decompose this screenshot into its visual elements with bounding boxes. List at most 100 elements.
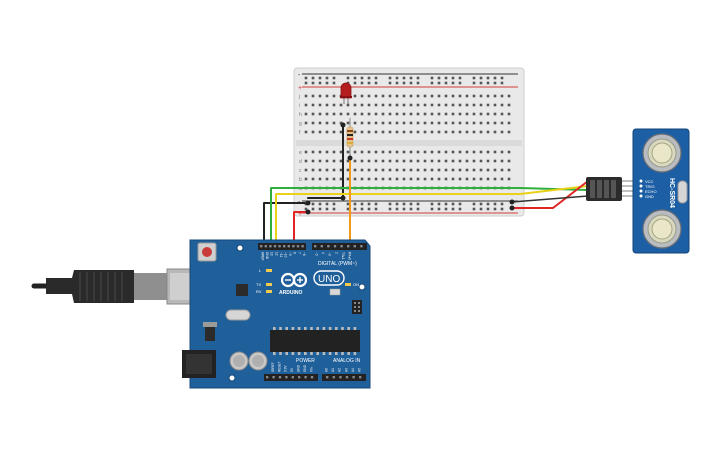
header-pin[interactable] [285, 376, 288, 379]
breadboard-rail-hole[interactable] [311, 202, 315, 206]
header-pin[interactable] [320, 245, 323, 248]
breadboard-hole[interactable] [430, 177, 434, 181]
breadboard-hole[interactable] [507, 159, 511, 163]
breadboard-rail-hole[interactable] [500, 207, 504, 211]
breadboard-hole[interactable] [374, 150, 378, 154]
breadboard-hole[interactable] [465, 121, 469, 125]
header-pin[interactable] [264, 245, 267, 248]
breadboard-rail-hole[interactable] [430, 81, 434, 85]
breadboard-hole[interactable] [423, 177, 427, 181]
breadboard-hole[interactable] [416, 121, 420, 125]
breadboard-hole[interactable] [360, 177, 364, 181]
breadboard-hole[interactable] [486, 168, 490, 172]
breadboard-rail-hole[interactable] [472, 207, 476, 211]
breadboard-hole[interactable] [402, 159, 406, 163]
led[interactable] [340, 82, 352, 104]
breadboard-hole[interactable] [437, 130, 441, 134]
breadboard-hole[interactable] [360, 112, 364, 116]
breadboard-hole[interactable] [304, 103, 308, 107]
breadboard-hole[interactable] [472, 112, 476, 116]
breadboard-hole[interactable] [437, 121, 441, 125]
header-pin[interactable] [304, 376, 307, 379]
wire-gnd-to-rail[interactable] [263, 202, 306, 244]
breadboard-hole[interactable] [472, 103, 476, 107]
breadboard-hole[interactable] [367, 121, 371, 125]
breadboard-rail-hole[interactable] [402, 76, 406, 80]
breadboard-hole[interactable] [486, 159, 490, 163]
breadboard-hole[interactable] [409, 177, 413, 181]
breadboard-hole[interactable] [465, 168, 469, 172]
breadboard-hole[interactable] [311, 103, 315, 107]
breadboard-rail-hole[interactable] [479, 207, 483, 211]
breadboard-hole[interactable] [318, 112, 322, 116]
breadboard-hole[interactable] [493, 130, 497, 134]
breadboard-rail-hole[interactable] [472, 81, 476, 85]
breadboard-hole[interactable] [311, 94, 315, 98]
breadboard-hole[interactable] [318, 168, 322, 172]
breadboard-hole[interactable] [444, 177, 448, 181]
breadboard-rail-hole[interactable] [444, 207, 448, 211]
breadboard-hole[interactable] [381, 112, 385, 116]
breadboard-hole[interactable] [367, 103, 371, 107]
breadboard-hole[interactable] [409, 168, 413, 172]
breadboard-hole[interactable] [437, 168, 441, 172]
breadboard-hole[interactable] [311, 112, 315, 116]
breadboard-rail-hole[interactable] [437, 202, 441, 206]
breadboard-hole[interactable] [339, 121, 343, 125]
breadboard-hole[interactable] [500, 130, 504, 134]
header-pin[interactable] [266, 376, 269, 379]
breadboard-rail-hole[interactable] [367, 207, 371, 211]
breadboard-hole[interactable] [451, 150, 455, 154]
breadboard-hole[interactable] [423, 159, 427, 163]
breadboard-rail-hole[interactable] [486, 81, 490, 85]
breadboard-hole[interactable] [367, 168, 371, 172]
header-pin[interactable] [296, 245, 300, 248]
header-pin[interactable] [347, 245, 350, 248]
breadboard-rail-hole[interactable] [458, 81, 462, 85]
breadboard-hole[interactable] [402, 103, 406, 107]
breadboard-rail-hole[interactable] [353, 202, 357, 206]
breadboard-hole[interactable] [416, 112, 420, 116]
breadboard-rail-hole[interactable] [500, 202, 504, 206]
header-pin[interactable] [360, 245, 363, 248]
breadboard-hole[interactable] [479, 121, 483, 125]
breadboard-hole[interactable] [402, 121, 406, 125]
breadboard-hole[interactable] [318, 121, 322, 125]
breadboard-hole[interactable] [507, 168, 511, 172]
breadboard-rail-hole[interactable] [374, 81, 378, 85]
breadboard-hole[interactable] [304, 159, 308, 163]
breadboard-rail-hole[interactable] [500, 76, 504, 80]
breadboard-hole[interactable] [388, 150, 392, 154]
breadboard-rail-hole[interactable] [325, 76, 329, 80]
breadboard-hole[interactable] [304, 130, 308, 134]
breadboard-hole[interactable] [472, 159, 476, 163]
breadboard-hole[interactable] [374, 121, 378, 125]
header-pin[interactable] [314, 245, 317, 248]
breadboard-hole[interactable] [416, 177, 420, 181]
breadboard-rail-hole[interactable] [360, 76, 364, 80]
breadboard-hole[interactable] [486, 94, 490, 98]
breadboard-hole[interactable] [339, 177, 343, 181]
breadboard-rail-hole[interactable] [486, 76, 490, 80]
breadboard-hole[interactable] [395, 130, 399, 134]
breadboard-hole[interactable] [479, 168, 483, 172]
breadboard-hole[interactable] [451, 168, 455, 172]
breadboard-hole[interactable] [465, 130, 469, 134]
breadboard-hole[interactable] [458, 150, 462, 154]
breadboard-rail-hole[interactable] [416, 76, 420, 80]
breadboard-rail-hole[interactable] [367, 81, 371, 85]
breadboard-hole[interactable] [437, 112, 441, 116]
breadboard-rail-hole[interactable] [360, 81, 364, 85]
breadboard-rail-hole[interactable] [458, 207, 462, 211]
header-pin[interactable] [353, 245, 356, 248]
breadboard-rail-hole[interactable] [311, 81, 315, 85]
breadboard-hole[interactable] [374, 112, 378, 116]
breadboard-hole[interactable] [332, 168, 336, 172]
breadboard-hole[interactable] [479, 150, 483, 154]
breadboard-rail-hole[interactable] [493, 207, 497, 211]
ultrasonic-sensor[interactable]: VCC TRIG ECHO GND HC-SR04 [586, 128, 690, 254]
breadboard-rail-hole[interactable] [304, 207, 308, 211]
breadboard-hole[interactable] [360, 103, 364, 107]
breadboard-hole[interactable] [367, 177, 371, 181]
breadboard-hole[interactable] [423, 94, 427, 98]
